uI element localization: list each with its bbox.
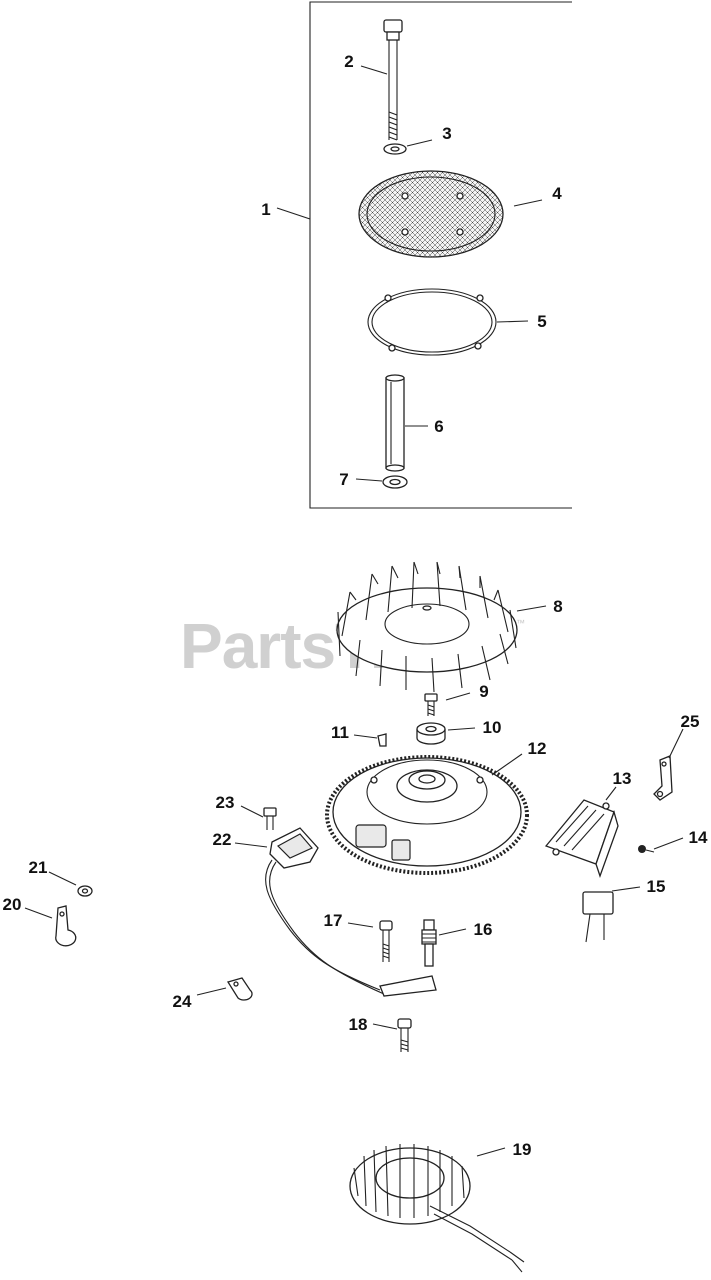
part-10-spacer <box>416 722 446 745</box>
part-9-bolt <box>424 693 438 716</box>
part-19-stator <box>349 1144 525 1273</box>
watermark-trademark: ™ <box>516 618 525 628</box>
callout-18: 18 <box>349 1015 368 1034</box>
part-21-washer <box>77 885 93 897</box>
callout-8: 8 <box>553 597 562 616</box>
callout-4: 4 <box>552 184 562 203</box>
part-17-bolt <box>379 920 393 962</box>
callout-7: 7 <box>339 470 348 489</box>
callout-1: 1 <box>261 200 270 219</box>
part-16-spark-plug <box>421 919 437 967</box>
part-6-tube <box>385 374 405 472</box>
callout-16: 16 <box>474 920 493 939</box>
part-20-clip <box>55 905 77 947</box>
callout-24: 24 <box>173 992 192 1011</box>
kit-bracket <box>309 1 572 509</box>
callout-17: 17 <box>324 911 343 930</box>
callout-15: 15 <box>647 877 666 896</box>
callout-10: 10 <box>483 718 502 737</box>
part-3-washer <box>383 143 407 155</box>
callout-2: 2 <box>344 52 353 71</box>
callout-19: 19 <box>513 1140 532 1159</box>
part-2-bolt <box>383 19 403 141</box>
callout-6: 6 <box>434 417 443 436</box>
part-14-screw <box>638 845 655 853</box>
callout-22: 22 <box>213 830 232 849</box>
callout-21: 21 <box>29 858 48 877</box>
callout-23: 23 <box>216 793 235 812</box>
callout-14: 14 <box>689 828 708 847</box>
leader-lines <box>24 65 684 1157</box>
part-18-bolt <box>397 1018 412 1052</box>
part-25-bracket <box>653 755 673 801</box>
callout-3: 3 <box>442 124 451 143</box>
callout-12: 12 <box>528 739 547 758</box>
part-23-screw <box>263 807 277 830</box>
part-5-ring <box>367 288 497 356</box>
callout-25: 25 <box>681 712 700 731</box>
part-11-key <box>377 733 387 747</box>
callout-labels: 1 2 3 4 5 6 7 8 9 10 11 12 13 14 15 16 1… <box>3 52 708 1159</box>
part-8-fan <box>336 561 518 693</box>
part-22-ignition-module <box>265 827 437 997</box>
part-13-rectifier <box>544 799 619 878</box>
part-4-screen <box>358 170 504 258</box>
callout-20: 20 <box>3 895 22 914</box>
part-15-connector <box>582 891 614 943</box>
callout-5: 5 <box>537 312 546 331</box>
callout-11: 11 <box>331 723 349 742</box>
part-12-flywheel <box>325 755 529 875</box>
part-7-washer <box>382 475 408 489</box>
callout-13: 13 <box>613 769 632 788</box>
callout-9: 9 <box>479 682 488 701</box>
part-24-clamp <box>226 977 253 1001</box>
